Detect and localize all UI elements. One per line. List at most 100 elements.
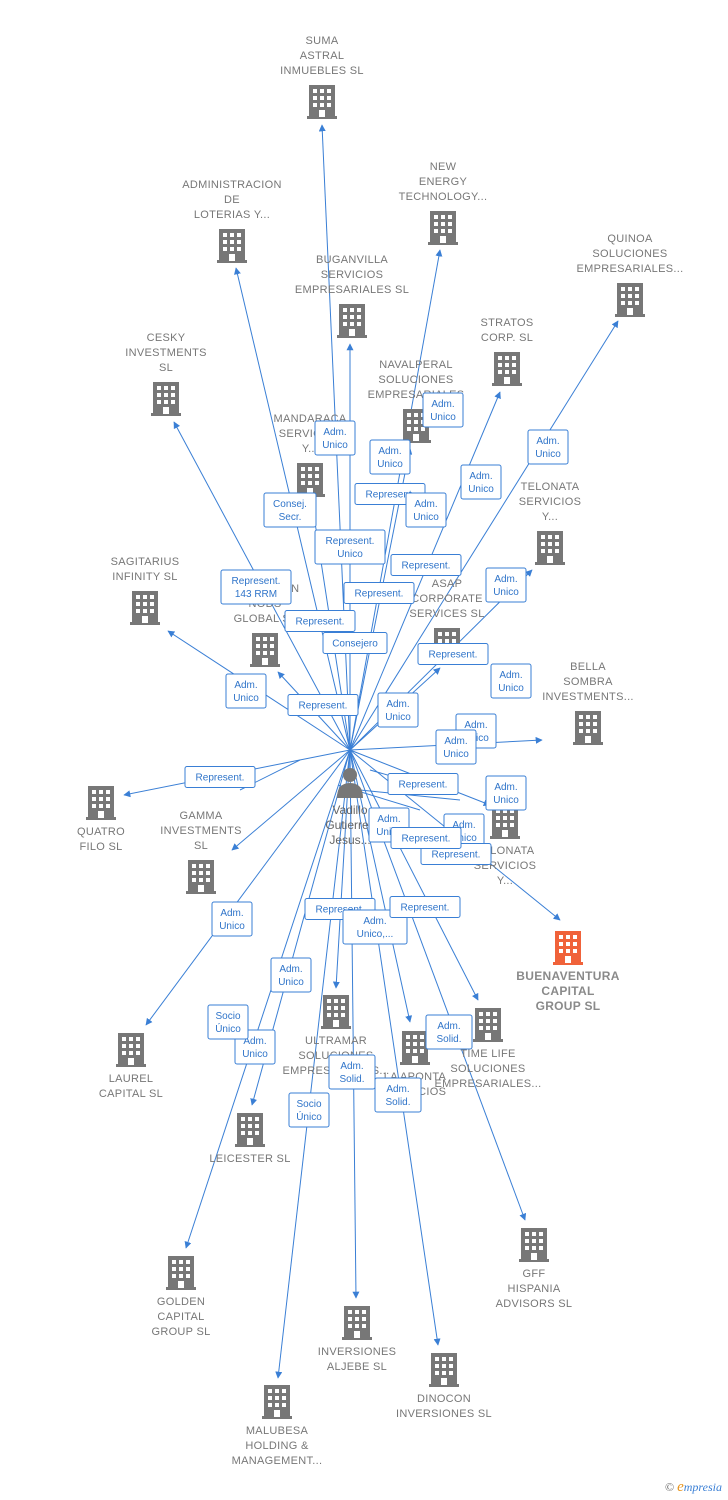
relation-label-cesky[interactable]: Represent.143 RRM <box>220 569 292 605</box>
company-label-line: LOTERIAS Y... <box>194 209 270 221</box>
relation-text: Adm. <box>386 1084 409 1095</box>
company-node-telonata1[interactable]: TELONATASERVICIOSY... <box>519 481 581 565</box>
edge-quinoa <box>349 320 619 751</box>
edge-time-life <box>349 749 479 1001</box>
company-node-time-life[interactable]: TIME LIFESOLUCIONESEMPRESARIALES... <box>435 1008 542 1090</box>
building-icon <box>321 995 351 1029</box>
company-node-bella[interactable]: BELLASOMBRAINVESTMENTS... <box>542 661 634 745</box>
company-node-leicester[interactable]: LEICESTER SL <box>209 1113 290 1165</box>
relation-text: Adm. <box>377 814 400 825</box>
relation-label-ultramar[interactable]: Adm.Unico <box>270 957 312 993</box>
relation-label-navalperal[interactable]: Adm.Unico <box>405 492 447 528</box>
relation-box <box>342 909 408 945</box>
company-label-line: EMPRESARIALES... <box>577 263 684 275</box>
copyright-symbol: © <box>664 1480 675 1494</box>
company-label-line: SERVICIOS <box>321 269 383 281</box>
relation-text: Unico <box>322 440 348 451</box>
relation-box <box>435 729 477 765</box>
relation-box <box>374 1077 422 1113</box>
relation-label-admin-loterias[interactable]: Consej.Secr. <box>263 492 317 528</box>
company-node-new-energy[interactable]: NEWENERGYTECHNOLOGY... <box>399 161 488 245</box>
relation-label-quinoa[interactable]: Adm.Unico <box>527 429 569 465</box>
relation-text: Solid. <box>339 1074 364 1085</box>
relation-label-asap[interactable]: Adm.Unico <box>377 692 419 728</box>
relation-label-la-aponta[interactable]: Adm.Solid. <box>374 1077 422 1113</box>
relation-label-conection[interactable]: Represent. <box>287 694 359 716</box>
relation-label-telonata2[interactable]: Adm.Unico <box>435 729 477 765</box>
person-node[interactable]: VadilloGutierrezJesus... <box>325 768 375 847</box>
relation-label-navalperal[interactable]: Adm.Unico <box>369 439 411 475</box>
relation-label-laurel[interactable]: Adm.Unico,... <box>342 909 408 945</box>
relation-box <box>527 429 569 465</box>
relation-text: Represent. <box>355 589 404 600</box>
relation-label-telonata2[interactable]: Represent. <box>387 773 459 795</box>
relation-text: Represent. <box>196 773 245 784</box>
relation-text: Secr. <box>279 512 302 523</box>
relation-text: Unico,... <box>357 929 394 940</box>
relation-label-asap[interactable]: Represent. <box>390 554 462 576</box>
company-label-line: EMPRESARIALES... <box>435 1078 542 1090</box>
relation-label-time-life[interactable]: Adm.Solid. <box>425 1014 473 1050</box>
company-label-line: SOLUCIONES <box>378 374 453 386</box>
relation-label-la-aponta[interactable]: Represent. <box>390 827 462 849</box>
company-label-line: CAPITAL <box>541 984 594 998</box>
relation-text: Represent. <box>299 701 348 712</box>
relation-label-telonata1[interactable]: Adm.Unico <box>485 567 527 603</box>
relation-label-gamma[interactable]: Adm.Unico <box>211 901 253 937</box>
relation-label-bella[interactable]: Adm.Unico <box>490 663 532 699</box>
relation-label-time-life[interactable]: Represent. <box>389 896 461 918</box>
company-label-line: Y... <box>497 875 513 887</box>
relation-box <box>211 901 253 937</box>
relation-label-new-energy[interactable]: Adm.Unico <box>422 392 464 428</box>
relation-label-quatro[interactable]: Represent. <box>184 766 256 788</box>
relation-label-stratos[interactable]: Adm.Unico <box>460 464 502 500</box>
company-label-line: EMPRESARIALES SL <box>295 284 409 296</box>
company-label-line: INVERSIONES SL <box>396 1408 492 1420</box>
building-icon <box>151 382 181 416</box>
empresia-brand[interactable]: ©empresia <box>665 1479 722 1496</box>
relation-label-sagitarius[interactable]: Adm.Unico <box>225 673 267 709</box>
relation-text: 143 RRM <box>235 589 277 600</box>
relation-label-ultramar[interactable]: Adm.Solid. <box>328 1054 376 1090</box>
relation-text: Unico <box>430 412 456 423</box>
relation-label-suma[interactable]: Adm.Unico <box>314 420 356 456</box>
relation-label-telonata2[interactable]: Adm.Unico <box>485 775 527 811</box>
relation-label-conection[interactable]: Represent. <box>343 582 415 604</box>
company-label-line: CORP. SL <box>481 332 533 344</box>
relation-label-buganvilla[interactable]: Represent.Unico <box>314 529 386 565</box>
relation-box <box>343 582 415 604</box>
relation-label-asap[interactable]: Consejero <box>322 632 388 654</box>
building-icon <box>186 860 216 894</box>
edge-golden <box>184 749 351 1249</box>
relation-label-bella[interactable]: Represent. <box>417 643 489 665</box>
company-label-line: SL <box>194 840 208 852</box>
relation-text: Socio <box>215 1011 240 1022</box>
relation-label-mandaraca[interactable]: Represent. <box>284 610 356 632</box>
relation-text: Unico <box>498 683 524 694</box>
brand-name: mpresia <box>683 1480 722 1494</box>
company-node-quinoa[interactable]: QUINOASOLUCIONESEMPRESARIALES... <box>577 233 684 317</box>
company-label-line: GROUP SL <box>536 999 601 1013</box>
company-label-line: INVESTMENTS... <box>542 691 634 703</box>
relation-text: Adm. <box>234 680 257 691</box>
relation-box <box>284 610 356 632</box>
